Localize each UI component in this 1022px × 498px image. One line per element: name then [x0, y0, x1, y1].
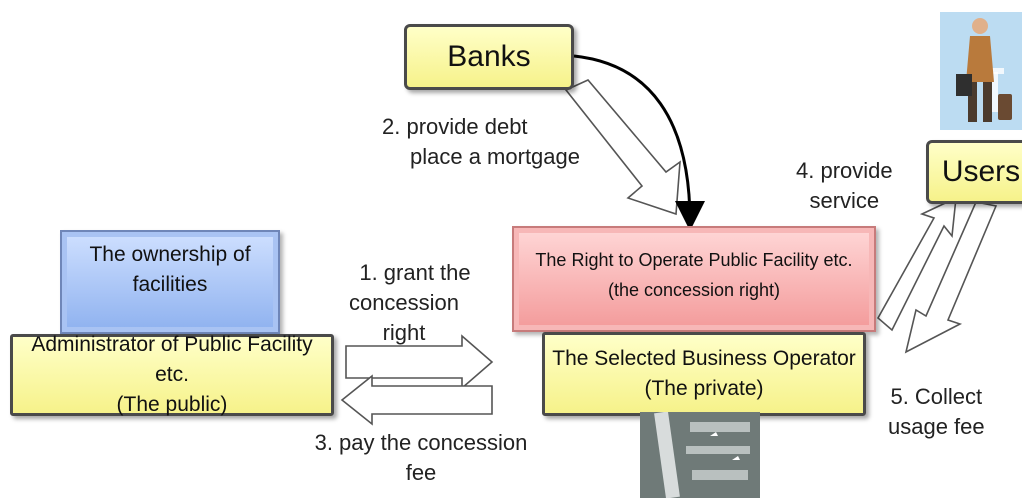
step5-label: 5. Collect usage fee: [888, 382, 985, 442]
step1-line2: concession right: [348, 290, 460, 345]
step3-line1: 3. pay the concession: [314, 430, 528, 455]
step5-line1: 5. Collect: [890, 384, 983, 409]
step4-hollow-arrow: [876, 196, 957, 332]
operator-box: The Selected Business Operator (The priv…: [542, 332, 866, 416]
step2-label: 2. provide debt place a mortgage: [382, 112, 580, 172]
concession-right-line2: (the concession right): [607, 280, 781, 300]
step1-line1: 1. grant the: [359, 260, 471, 285]
step3-hollow-arrow: [340, 374, 493, 426]
concession-right-box: The Right to Operate Public Facility etc…: [512, 226, 876, 332]
airport-image: [640, 412, 760, 498]
users-label: Users: [941, 155, 1021, 188]
step2-line2: place a mortgage: [410, 144, 580, 169]
step4-label: 4. provide service: [796, 156, 893, 216]
ownership-line1: The ownership of: [89, 243, 251, 266]
step1-hollow-arrow: [345, 334, 494, 390]
users-box: Users: [926, 140, 1022, 204]
operator-line2: (The private): [644, 377, 764, 400]
step5-hollow-arrow: [904, 201, 998, 354]
ownership-box: The ownership of facilities: [60, 230, 280, 334]
step2-line1: 2. provide debt: [382, 114, 528, 139]
banks-label: Banks: [447, 40, 531, 73]
step3-line2: fee: [405, 460, 437, 485]
step3-label: 3. pay the concession fee: [310, 428, 532, 488]
step4-line2: service: [809, 188, 880, 213]
administrator-box: Administrator of Public Facility etc. (T…: [10, 333, 334, 416]
banks-box: Banks: [404, 24, 574, 90]
ownership-line2: facilities: [132, 273, 208, 296]
traveler-image: [940, 12, 1022, 130]
administrator-line1: Administrator of Public Facility etc.: [31, 333, 313, 386]
step2-hollow-arrow: [564, 79, 681, 216]
concession-right-line1: The Right to Operate Public Facility etc…: [535, 250, 853, 270]
step1-label: 1. grant the concession right: [349, 258, 480, 348]
operator-line1: The Selected Business Operator: [552, 347, 856, 370]
administrator-line2: (The public): [116, 393, 228, 416]
step4-line1: 4. provide: [796, 158, 893, 183]
step5-line2: usage fee: [888, 414, 985, 439]
step2-curved-arrow: [573, 54, 705, 231]
